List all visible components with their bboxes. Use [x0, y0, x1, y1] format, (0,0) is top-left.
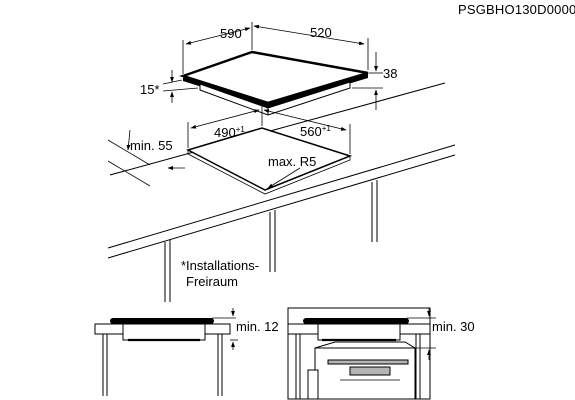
right-clearance-label: min. 30 [432, 319, 475, 334]
cutout-width-sup: +1 [236, 125, 246, 134]
hob-width-label: 590 [220, 26, 242, 41]
dim-hob-height: 38 [352, 52, 397, 110]
radius-label: max. R5 [268, 154, 316, 169]
section-left: min. 12 [94, 308, 279, 396]
dim-hob-width: 590 [182, 22, 253, 74]
dim-min-distance: min. 55 [107, 129, 185, 187]
dim-hob-depth: 520 [253, 24, 369, 70]
left-clearance-label: min. 12 [236, 319, 279, 334]
hob-height-label: 38 [383, 66, 397, 81]
svg-text:560+1: 560+1 [300, 124, 331, 139]
hob-depth-label: 520 [310, 25, 332, 40]
min-distance-label: min. 55 [130, 138, 173, 153]
dim-radius: max. R5 [267, 154, 316, 189]
dim-hob-angle: 15* [140, 70, 199, 103]
dim-cutout-width: 490+1 [187, 104, 263, 148]
dim-cutout-depth: 560+1 [263, 109, 351, 154]
cutout-depth-label: 560 [300, 124, 322, 139]
footnote-line2: Freiraum [186, 274, 238, 289]
footnote-line1: *Installations- [181, 258, 259, 273]
cabinet-walls [164, 180, 378, 302]
cutout-depth-sup: +1 [322, 124, 332, 133]
section-right: min. 30 [287, 307, 475, 400]
cutout-width-label: 490 [214, 125, 236, 140]
hob-angle-label: 15* [140, 82, 160, 97]
hob-illustration [179, 50, 369, 116]
document-code: PSGBHO130D000032 [458, 2, 575, 17]
svg-text:490+1: 490+1 [214, 125, 245, 140]
